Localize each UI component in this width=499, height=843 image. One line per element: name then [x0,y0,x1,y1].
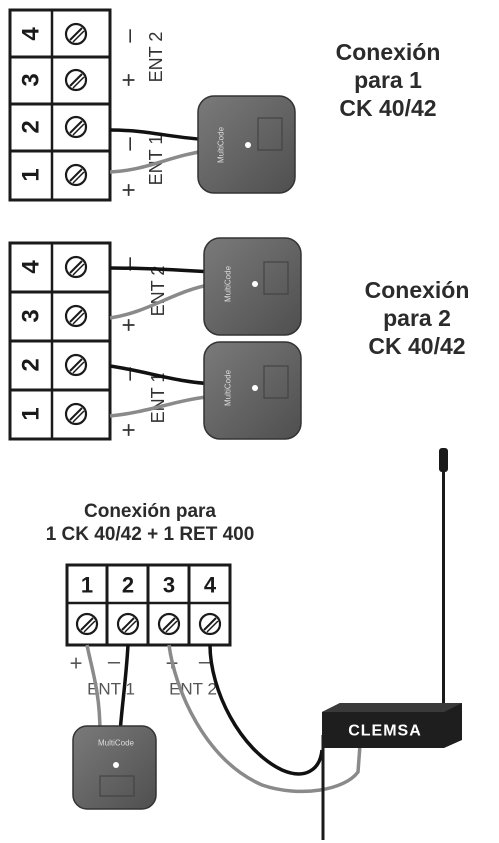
diagram1-minus-sign-ent2: – [116,29,143,43]
diagram2-ck-device-ent1: MultiCode [203,341,302,440]
wire-gray [109,282,215,320]
wire-black [118,644,130,734]
terminal-screw-icon [157,612,181,636]
diagram2-title: Conexión para 2 CK 40/42 [342,276,492,360]
terminal-screw-icon [116,612,140,636]
diagram2-title-line: CK 40/42 [368,333,466,360]
diagram3-ck-device: MultiCode [72,725,157,810]
diagram2-title-line: Conexión [364,277,470,303]
terminal-number-4: 4 [204,573,217,598]
terminal-screw-icon [64,115,88,139]
wire-black [109,364,215,386]
diagram3-device-brand: MultiCode [98,739,135,748]
diagram2-plus-sign-ent2: + [116,318,143,332]
diagram1-title: Conexión para 1 CK 40/42 [318,38,458,122]
diagram1-title-line: CK 40/42 [339,95,437,122]
terminal-screw-icon [64,163,88,187]
diagram3-title: Conexión para 1 CK 40/42 + 1 RET 400 [5,500,295,546]
diagram1-plus-sign-ent1: + [116,183,143,197]
diagram2-ck-device-ent2: MultiCode [203,237,302,336]
terminal-screw-icon [64,255,88,279]
terminal-screw-icon [64,402,88,426]
diagram1-device-brand: MultiCode [217,126,226,163]
terminal-number-4: 4 [18,27,45,41]
diagram3-minus-sign-ent1: – [108,649,121,674]
terminal-number-4: 4 [18,260,45,274]
terminal-number-1: 1 [18,168,45,181]
diagram1-ck-device: MultiCode [197,95,296,194]
wire-black [109,266,215,274]
terminal-number-2: 2 [18,120,45,133]
terminal-screw-icon [64,22,88,46]
terminal-number-3: 3 [163,573,175,598]
diagram3-plus-sign-ent1: + [70,651,83,676]
diagram1-title-line: para 1 [354,67,422,94]
diagram1-minus-sign-ent1: – [116,137,143,151]
wire-gray [167,644,362,794]
wire-black [208,644,324,776]
diagram1-title-line: Conexión [335,39,441,65]
diagram3-receiver: CLEMSA [322,703,462,748]
diagram1-ent1-label: ENT 1 [146,135,166,186]
wire-gray [109,394,215,418]
diagram2-device-brand: MultiCode [224,369,233,406]
diagram3-terminal-block: 1 2 3 4 [65,563,232,647]
terminal-number-1: 1 [18,407,45,420]
terminal-number-3: 3 [18,309,45,322]
diagram2-device-brand: MultiCode [224,265,233,302]
diagram1-plus-sign-ent2: + [116,73,143,87]
diagram3-title-line: Conexión para [84,501,216,522]
terminal-number-2: 2 [122,573,134,598]
wire-gray [85,644,102,734]
diagram3-title-line: 1 CK 40/42 + 1 RET 400 [45,524,255,546]
terminal-screw-icon [64,304,88,328]
terminal-number-2: 2 [18,358,45,371]
diagram3-minus-sign-ent2: – [199,649,212,674]
diagram1-terminal-block: 4 3 2 1 [8,8,112,202]
diagram2-plus-sign-ent1: + [116,423,143,437]
diagram2-ent2-label: ENT 2 [148,266,168,317]
diagram2-ent1-label: ENT 1 [148,373,168,424]
terminal-screw-icon [75,612,99,636]
terminal-screw-icon [198,612,222,636]
terminal-screw-icon [64,68,88,92]
terminal-screw-icon [64,353,88,377]
terminal-number-3: 3 [18,73,45,86]
antenna-icon [439,448,448,705]
diagram2-terminal-block: 4 3 2 1 [8,241,112,441]
diagram3-receiver-brand: CLEMSA [348,723,422,740]
diagram2-title-line: para 2 [383,305,451,332]
terminal-number-1: 1 [81,573,93,598]
diagram1-ent2-label: ENT 2 [146,32,166,83]
